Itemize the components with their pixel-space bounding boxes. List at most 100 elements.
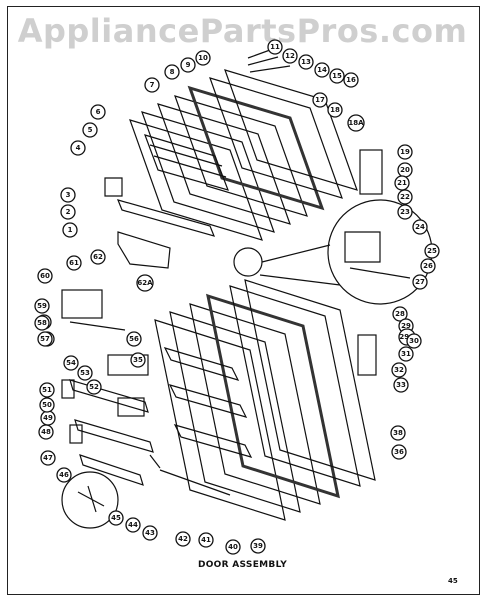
- callout-circle: [412, 219, 428, 235]
- callout-7: 7: [144, 77, 160, 93]
- callout-label: 23: [400, 208, 410, 216]
- diagram-border: [7, 6, 480, 595]
- callout-5: 5: [82, 122, 98, 138]
- callout-label: 54: [66, 359, 76, 367]
- callout-label: 42: [178, 535, 188, 543]
- callout-label: 40: [228, 543, 238, 551]
- watermark: AppliancePartsPros.com: [17, 12, 468, 50]
- callout-45: 45: [108, 510, 124, 526]
- callout-label: 60: [40, 272, 50, 280]
- callout-61: 61: [66, 255, 82, 271]
- callout-label: 49: [43, 414, 53, 422]
- diagram-title: DOOR ASSEMBLY: [197, 560, 288, 570]
- callout-10: 10: [195, 50, 211, 66]
- callout-label: 19: [400, 148, 410, 156]
- callout-label: 59: [37, 302, 47, 310]
- callout-15: 15: [329, 68, 345, 84]
- callout-label: 32: [394, 366, 404, 374]
- callout-13: 13: [298, 54, 314, 70]
- callout-label: 39: [253, 542, 263, 550]
- callout-24: 24: [412, 219, 428, 235]
- callout-label: 29A: [399, 333, 415, 341]
- callout-label: 14: [317, 66, 327, 74]
- callout-circle: [136, 274, 154, 292]
- callout-circle: [406, 333, 422, 349]
- callout-42: 42: [175, 531, 191, 547]
- callout-label: 41: [201, 536, 211, 544]
- callout-53: 53: [77, 365, 93, 381]
- callout-27: 27: [412, 274, 428, 290]
- callout-4: 4: [70, 140, 86, 156]
- callout-25: 25: [424, 243, 440, 259]
- callout-circle: [77, 365, 93, 381]
- callout-label: 13: [301, 58, 311, 66]
- callout-circle: [424, 243, 440, 259]
- callout-circle: [56, 467, 72, 483]
- callout-36: 36: [391, 444, 407, 460]
- callout-label: 31: [401, 350, 411, 358]
- callout-label: 25: [427, 247, 437, 255]
- callout-circle: [34, 298, 50, 314]
- callout-57: 57: [37, 331, 53, 347]
- freezer-door-artwork: [104, 49, 433, 305]
- callout-label: 62: [93, 253, 103, 261]
- callout-circle: [125, 517, 141, 533]
- callout-49: 49: [40, 410, 56, 426]
- callout-circle: [312, 92, 328, 108]
- callout-label: 27: [415, 278, 425, 286]
- callout-circle: [82, 122, 98, 138]
- callout-circle: [267, 39, 283, 55]
- callout-32: 32: [391, 362, 407, 378]
- callout-circle: [391, 362, 407, 378]
- callout-17: 17: [312, 92, 328, 108]
- callout-label: 46: [59, 471, 69, 479]
- callout-circle: [60, 187, 76, 203]
- callout-circle: [62, 222, 78, 238]
- callout-label: 61: [69, 259, 79, 267]
- callout-43: 43: [142, 525, 158, 541]
- callout-circle: [391, 444, 407, 460]
- callout-circle: [397, 189, 413, 205]
- callout-label: 36: [394, 448, 404, 456]
- callout-label: 5: [88, 126, 93, 134]
- callout-circle: [392, 306, 408, 322]
- callout-8: 8: [164, 64, 180, 80]
- callout-label: 58: [37, 319, 47, 327]
- callout-label: 16: [346, 76, 356, 84]
- callout-circle: [37, 331, 53, 347]
- callout-50: 50: [39, 397, 55, 413]
- callout-circle: [329, 68, 345, 84]
- callout-circle: [397, 144, 413, 160]
- callout-circle: [39, 382, 55, 398]
- callout-circle: [314, 62, 330, 78]
- callout-19: 19: [397, 144, 413, 160]
- callout-circle: [164, 64, 180, 80]
- callout-label: 12: [285, 52, 295, 60]
- callout-circle: [126, 331, 142, 347]
- callout-22: 22: [397, 189, 413, 205]
- callout-59: 59: [34, 298, 50, 314]
- callout-circle: [130, 352, 146, 368]
- callout-label: 38: [393, 429, 403, 437]
- callout-label: 10: [198, 54, 208, 62]
- callout-circle: [393, 377, 409, 393]
- callout-circle: [37, 268, 53, 284]
- callout-label: 48: [41, 428, 51, 436]
- callout-21: 21: [394, 175, 410, 191]
- callout-circle: [90, 104, 106, 120]
- callout-label: 51: [42, 386, 52, 394]
- callout-41: 41: [198, 532, 214, 548]
- callout-circle: [195, 50, 211, 66]
- callout-44: 44: [125, 517, 141, 533]
- callout-label: 33: [396, 381, 406, 389]
- callout-62a: 62A: [136, 274, 154, 292]
- callout-label: 44: [128, 521, 138, 529]
- callout-label: 52: [89, 383, 99, 391]
- callout-circle: [198, 532, 214, 548]
- callout-1: 1: [62, 222, 78, 238]
- callout-circle: [397, 204, 413, 220]
- callout-label: 29: [401, 322, 411, 330]
